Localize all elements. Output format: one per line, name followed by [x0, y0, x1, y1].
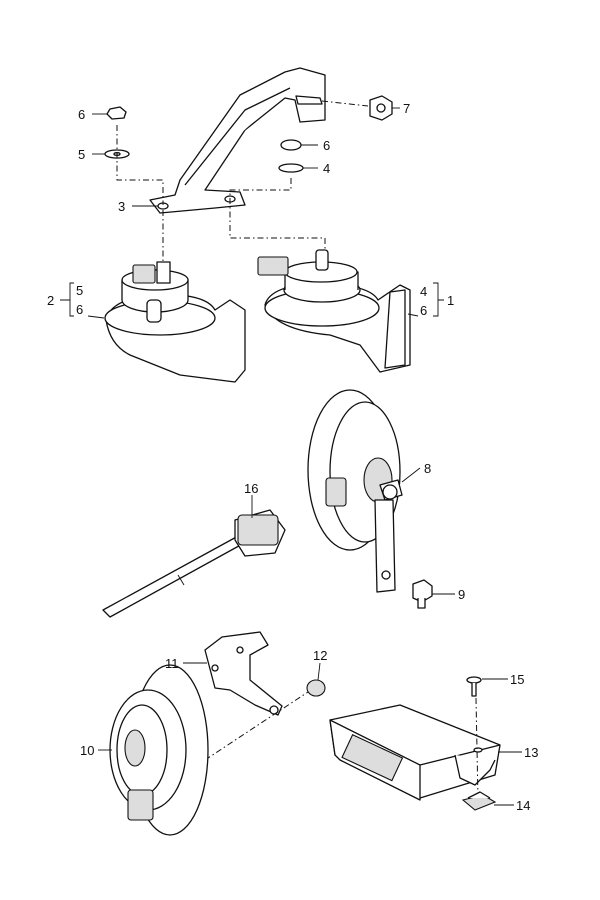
callout-5: 5 — [78, 147, 85, 162]
washer-6-right — [280, 139, 302, 151]
callout-6: 6 — [420, 303, 427, 318]
callout-3: 3 — [118, 199, 125, 214]
nut-7 — [369, 95, 393, 121]
callout-14: 14 — [516, 798, 530, 813]
callout-13: 13 — [524, 745, 538, 760]
bracket-11 — [204, 631, 283, 716]
callout-15: 15 — [510, 672, 524, 687]
horn-10 — [109, 664, 209, 836]
callout-10: 10 — [80, 743, 94, 758]
callout-11: 11 — [165, 656, 179, 671]
clip-nut-14 — [461, 791, 497, 811]
callout-7: 7 — [403, 101, 410, 116]
nut-6-left — [106, 106, 127, 120]
connector-16 — [102, 509, 286, 618]
washer-4-right — [278, 163, 304, 173]
callout-4: 4 — [323, 161, 330, 176]
horn-8 — [307, 389, 403, 593]
callout-6: 6 — [78, 107, 85, 122]
callout-9: 9 — [458, 587, 465, 602]
horn-left — [104, 261, 246, 383]
callout-6: 6 — [323, 138, 330, 153]
callout-4: 4 — [420, 284, 427, 299]
callout-12: 12 — [313, 648, 327, 663]
callout-16: 16 — [244, 481, 258, 496]
horn-right — [257, 249, 411, 373]
grommet-12 — [306, 679, 326, 697]
callout-5: 5 — [76, 283, 83, 298]
callout-8: 8 — [424, 461, 431, 476]
callout-6: 6 — [76, 302, 83, 317]
leader-lines — [60, 107, 522, 806]
screw-15 — [466, 676, 482, 697]
callout-1: 1 — [447, 293, 454, 308]
callout-2: 2 — [47, 293, 54, 308]
bolt-9 — [412, 579, 433, 609]
bracket-3 — [149, 67, 326, 214]
control-module-13 — [329, 704, 501, 801]
